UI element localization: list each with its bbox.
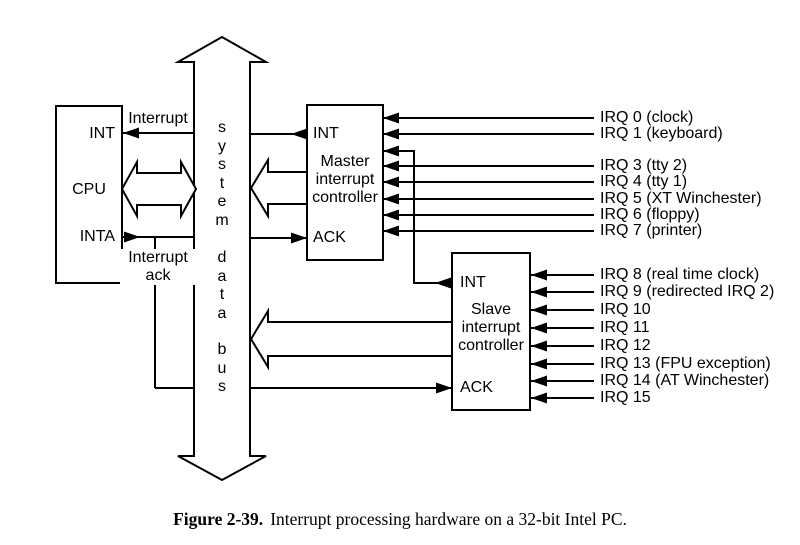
- irq-label-6: IRQ 6 (floppy): [600, 206, 700, 223]
- irq-label-12: IRQ 12: [600, 337, 651, 354]
- master-int-pin-label: INT: [313, 125, 339, 142]
- irq-label-8: IRQ 8 (real time clock): [600, 266, 760, 283]
- bus-master-arrow: [249, 156, 308, 220]
- slave-controller-name: Slave interrupt controller: [458, 301, 524, 354]
- figure-caption: Figure 2-39. Interrupt processing hardwar…: [0, 509, 800, 529]
- master-controller-name: Master interrupt controller: [312, 153, 378, 206]
- irq-label-0: IRQ 0 (clock): [600, 109, 694, 126]
- arrowheads: [123, 112, 547, 404]
- cpu-inta-pin-label: INTA: [79, 228, 115, 245]
- cpu-box: [55, 105, 123, 284]
- interrupt-wires: [122, 132, 452, 389]
- master-ack-arrowhead: [291, 232, 307, 244]
- master-irq2-arrowhead: [383, 145, 399, 157]
- system-data-bus-arrow: [174, 35, 270, 482]
- irq-label-7: IRQ 7 (printer): [600, 222, 703, 239]
- irq-label-5: IRQ 5 (XT Winchester): [600, 190, 762, 207]
- irq-label-14: IRQ 14 (AT Winchester): [600, 372, 770, 389]
- figure-caption-text: Interrupt processing hardware on a 32-bi…: [270, 509, 627, 529]
- irq-label-3: IRQ 3 (tty 2): [600, 157, 688, 174]
- figure-caption-label: Figure 2-39.: [173, 509, 264, 529]
- irq-label-15: IRQ 15: [600, 389, 651, 406]
- interrupt-wire-label: Interrupt: [128, 110, 188, 127]
- irq-label-11: IRQ 11: [600, 319, 650, 336]
- master-ack-pin-label: ACK: [313, 229, 346, 246]
- cpu-bus-double-arrow: [120, 158, 198, 220]
- cpu-title: CPU: [72, 181, 106, 198]
- slave-controller-box: [451, 252, 531, 411]
- bus-slave-arrow: [249, 307, 453, 371]
- irq-label-13: IRQ 13 (FPU exception): [600, 355, 771, 372]
- irq-label-9: IRQ 9 (redirected IRQ 2): [600, 283, 775, 300]
- cpu-inta-arrowhead: [124, 231, 140, 243]
- slave-ack-arrowhead: [436, 382, 452, 394]
- irq-label-10: IRQ 10: [600, 301, 651, 318]
- interrupt-ack-wire-label: Interrupt ack: [120, 249, 196, 285]
- cpu-int-arrowhead: [123, 127, 139, 139]
- slave-int-pin-label: INT: [460, 274, 486, 291]
- slave-ack-pin-label: ACK: [460, 379, 493, 396]
- master-int-arrowhead: [291, 128, 307, 140]
- master-irq-lines: [383, 117, 594, 232]
- irq-label-1: IRQ 1 (keyboard): [600, 125, 723, 142]
- master-controller-box: [306, 104, 384, 261]
- irq-label-4: IRQ 4 (tty 1): [600, 173, 688, 190]
- cpu-int-pin-label: INT: [89, 125, 115, 142]
- slave-int-arrowhead: [435, 277, 451, 289]
